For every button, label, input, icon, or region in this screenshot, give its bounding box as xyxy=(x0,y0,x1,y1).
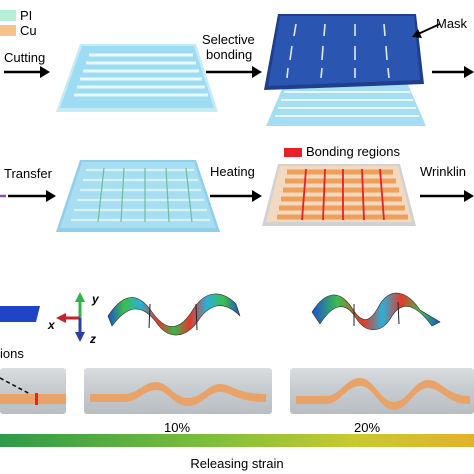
selective-bonding-label-1: Selective xyxy=(202,32,255,47)
heating-label: Heating xyxy=(210,164,255,179)
strain-20-label: 20% xyxy=(354,420,381,435)
wrinkled-ribbon-sim-2 xyxy=(311,292,441,331)
flat-ribbon-piece xyxy=(0,306,40,322)
photo-partial-label: ions xyxy=(0,346,24,361)
releasing-strain-bar xyxy=(0,434,474,447)
axis-z-label: z xyxy=(90,332,96,346)
cut-pi-sheet xyxy=(56,44,218,112)
mask-label: Mask xyxy=(436,16,468,31)
heated-sheet xyxy=(262,164,416,226)
cutting-label: Cutting xyxy=(4,50,46,65)
bonding-regions-swatch xyxy=(284,148,302,157)
wrinkling-arrow xyxy=(420,190,474,202)
legend-cu-label: Cu xyxy=(20,23,37,38)
legend-pi-swatch xyxy=(0,10,16,21)
selective-bonding-label-2: bonding xyxy=(206,47,253,62)
photo-panel-0 xyxy=(0,368,66,414)
releasing-strain-title: Releasing strain xyxy=(190,456,284,471)
coordinate-axes xyxy=(56,292,85,342)
transfer-arrow xyxy=(0,190,56,202)
mask-plate xyxy=(264,14,424,90)
cutting-arrow xyxy=(4,66,50,78)
bonding-regions-label: Bonding regions xyxy=(306,144,400,159)
legend-pi-label: PI xyxy=(20,8,33,23)
strain-10-label: 10% xyxy=(164,420,191,435)
transfer-label: Transfer xyxy=(4,166,52,181)
mask-pointer-arrow xyxy=(412,23,441,38)
transferred-sheet xyxy=(56,160,220,232)
photo-panel-20 xyxy=(290,368,474,414)
legend-cu-swatch xyxy=(0,25,16,36)
heating-arrow xyxy=(210,190,262,202)
wrinkled-ribbon-sim-1 xyxy=(107,293,241,336)
row1-exit-arrow xyxy=(432,66,474,78)
photo-panel-10 xyxy=(84,368,272,414)
selective-bonding-arrow xyxy=(206,66,262,78)
wrinkling-label: Wrinklin xyxy=(420,164,466,179)
sheet-under-mask xyxy=(266,80,426,126)
axis-x-label: x xyxy=(48,318,55,332)
axis-y-label: y xyxy=(92,292,99,306)
